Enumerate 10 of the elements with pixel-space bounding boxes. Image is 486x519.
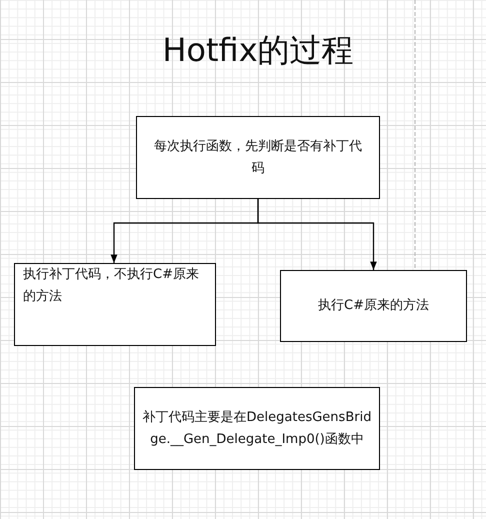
process-box bbox=[134, 387, 380, 470]
box-text: 补丁代码主要是在DelegatesGensBridge.__Gen_Delegate_Imp0()函数中 bbox=[142, 408, 372, 448]
process-box bbox=[136, 116, 380, 199]
process-box bbox=[14, 263, 216, 346]
diagram-title: Hotfix的过程 bbox=[161, 30, 355, 70]
box-text: 执行C#原来的方法 bbox=[318, 297, 429, 315]
box-text: 每次执行函数，先判断是否有补丁代码 bbox=[153, 138, 363, 178]
box-text: 执行补丁代码，不执行C#原来的方法 bbox=[23, 266, 200, 306]
connector-arrow bbox=[257, 199, 377, 270]
process-box bbox=[280, 270, 467, 342]
